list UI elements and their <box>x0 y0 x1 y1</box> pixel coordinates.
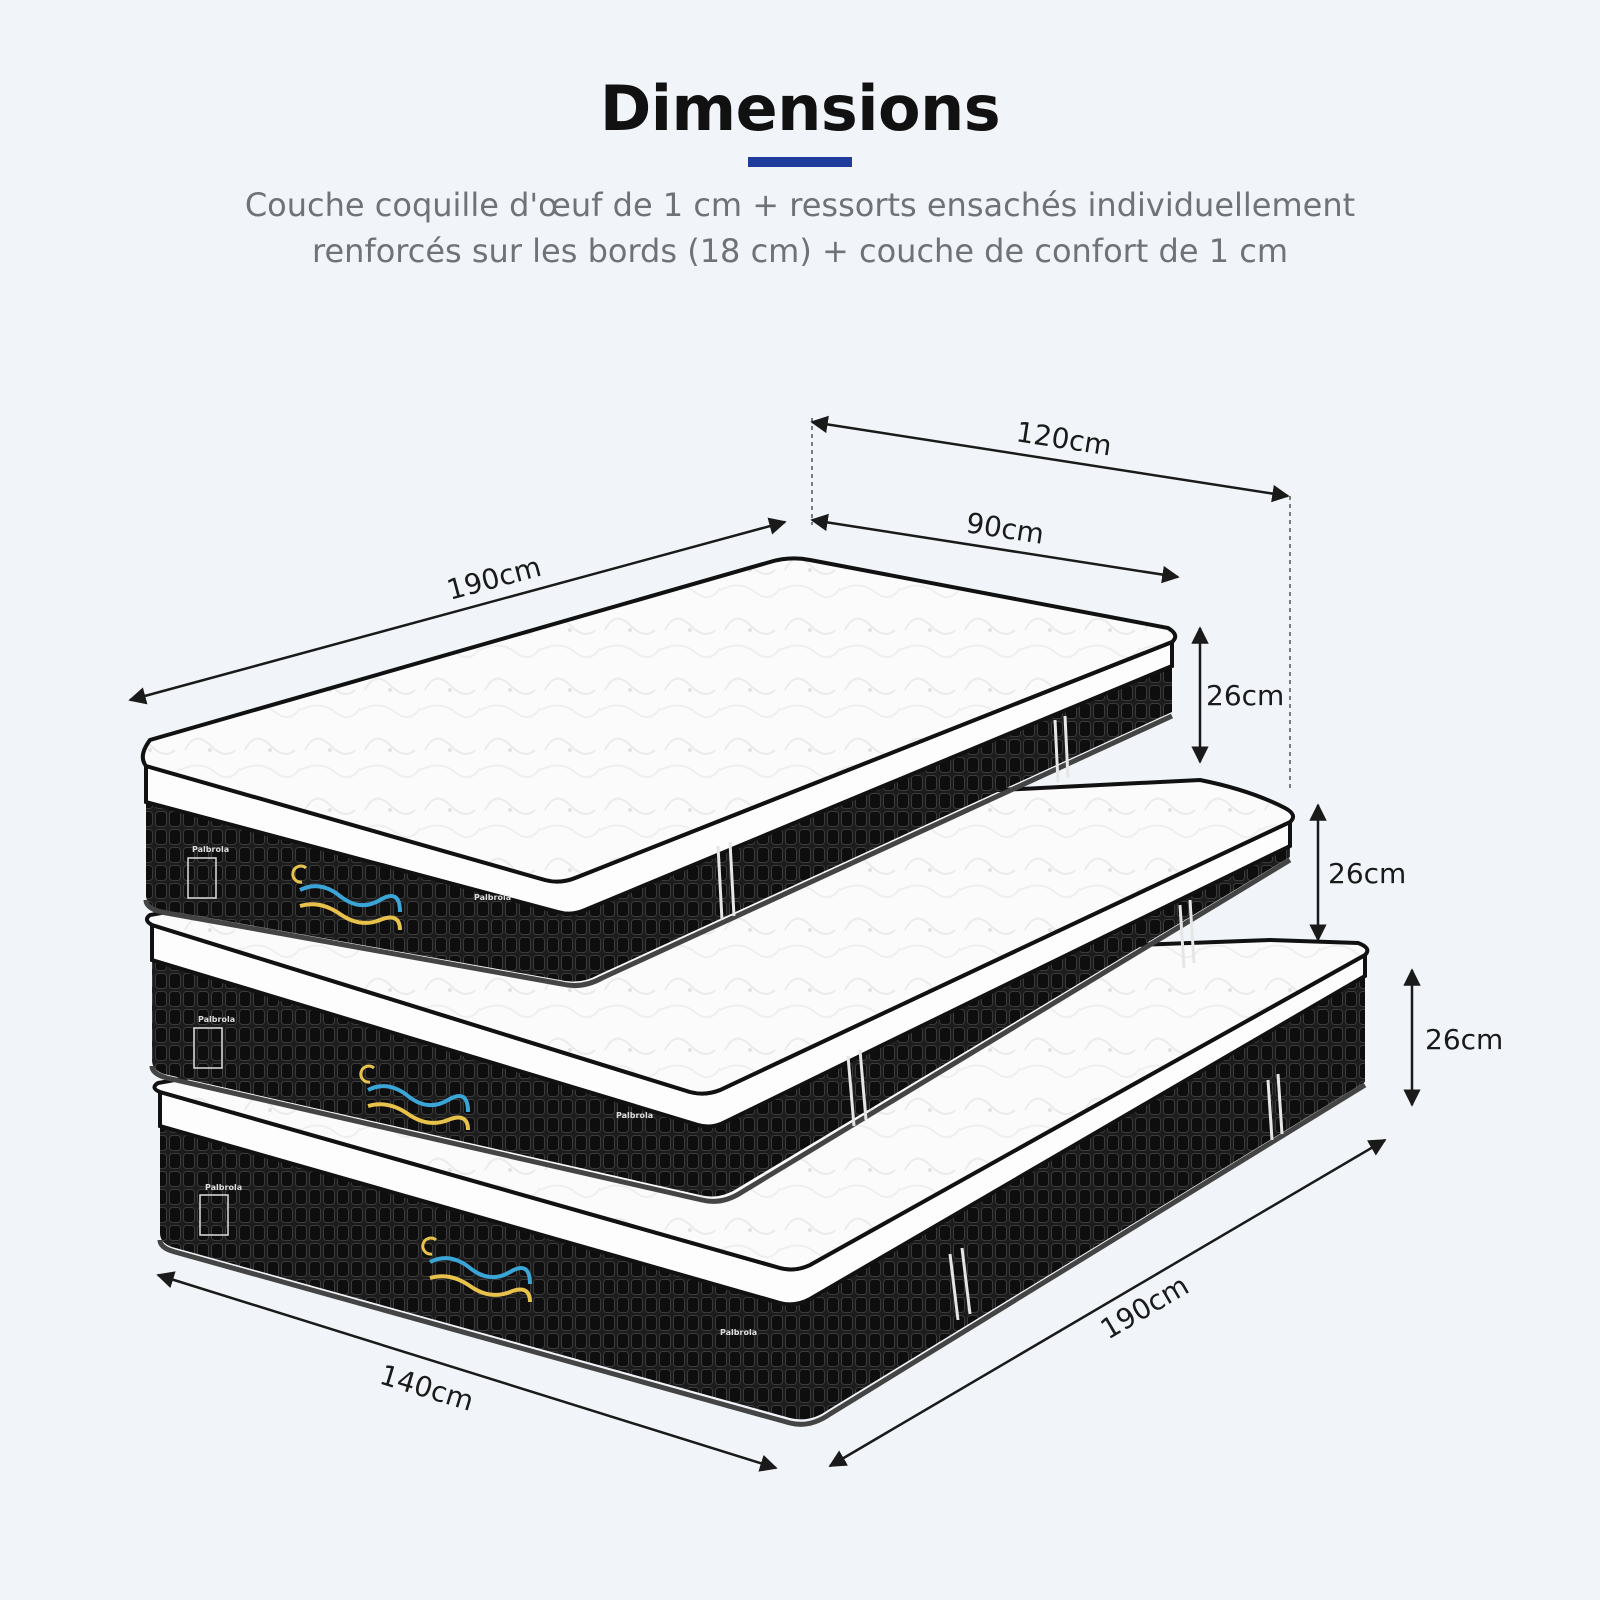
mattress-large-brand-side: Palbrola <box>720 1328 757 1337</box>
title-underline <box>748 157 852 167</box>
arrow-bottom-length <box>828 1138 1387 1468</box>
arrow-top-width-large <box>810 415 1290 503</box>
mattress-small-top <box>140 556 1178 884</box>
mattress-small: Palbrola Palbrola <box>140 556 1178 988</box>
label-height-large: 26cm <box>1425 1023 1503 1056</box>
mattress-small-brand-side: Palbrola <box>474 893 511 902</box>
arrow-top-width-small <box>810 513 1180 584</box>
subtitle: Couche coquille d'œuf de 1 cm + ressorts… <box>100 182 1500 274</box>
arrow-bottom-width <box>156 1271 778 1472</box>
mattress-small-handle <box>716 715 1070 921</box>
label-height-small: 26cm <box>1206 679 1284 712</box>
mattress-medium-label <box>193 1027 223 1069</box>
page-title: Dimensions <box>599 72 1001 145</box>
mattress-medium-wave-logo <box>359 1064 470 1131</box>
subtitle-line-2: renforcés sur les bords (18 cm) + couche… <box>312 232 1288 270</box>
mattress-medium: Palbrola Palbrola <box>145 777 1296 1204</box>
label-height-medium: 26cm <box>1328 857 1406 890</box>
mattress-medium-brand: Palbrola <box>198 1015 235 1024</box>
mattress-medium-side-front <box>152 845 1290 1197</box>
mattress-small-side-front <box>146 665 1172 982</box>
arrow-top-length <box>128 517 787 705</box>
mattress-medium-brand-side: Palbrola <box>616 1111 653 1120</box>
mattress-large-label <box>199 1194 229 1236</box>
label-bottom-width: 140cm <box>376 1358 478 1418</box>
mattress-large-brand: Palbrola <box>205 1183 242 1192</box>
mattress-small-label <box>187 857 217 899</box>
subtitle-line-1: Couche coquille d'œuf de 1 cm + ressorts… <box>244 186 1356 224</box>
dimension-lines <box>128 415 1421 1472</box>
label-top-width-small: 90cm <box>964 506 1046 551</box>
mattress-small-brand: Palbrola <box>192 845 229 854</box>
mattress-medium-top <box>145 777 1296 1096</box>
label-top-length: 190cm <box>443 550 544 607</box>
mattress-medium-handle <box>846 899 1196 1127</box>
mattress-small-wave-logo <box>291 864 402 931</box>
